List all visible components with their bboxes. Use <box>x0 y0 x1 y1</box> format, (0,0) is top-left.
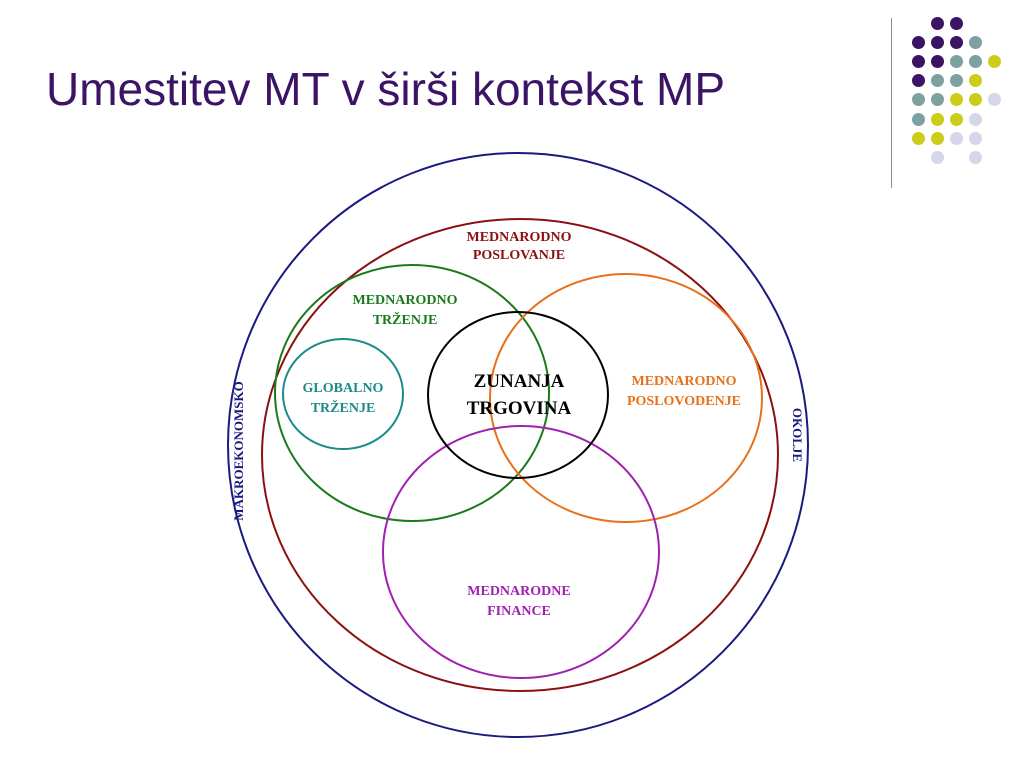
mednarodno-poslovodenje-label-line1: MEDNARODNO <box>632 374 737 389</box>
makroekonomsko-label: MAKROEKONOMSKO <box>231 381 246 520</box>
mednarodne-finance-circle <box>382 425 660 679</box>
mednarodne-finance-label-line1: MEDNARODNE <box>467 584 570 599</box>
zunanja-trgovina-label-line2: TRGOVINA <box>467 398 572 419</box>
globalno-trzenje-circle <box>282 338 404 450</box>
mednarodno-trzenje-circle <box>274 264 550 522</box>
mednarodno-poslovanje-label-line1: MEDNARODNO <box>467 230 572 245</box>
okolje-label: OKOLJE <box>790 408 805 462</box>
mednarodno-trzenje-label-line2: TRŽENJE <box>373 311 438 328</box>
zunanja-trgovina-label-line1: ZUNANJA <box>474 371 565 392</box>
makroekonomsko-okolje-circle <box>227 152 809 738</box>
mednarodno-poslovanje-circle <box>261 218 779 692</box>
title-divider-line <box>891 18 892 188</box>
globalno-trzenje-label-line1: GLOBALNO <box>303 381 384 396</box>
mednarodno-poslovodenje-circle <box>489 273 763 523</box>
slide-title: Umestitev MT v širši kontekst MP <box>46 63 726 115</box>
mednarodno-poslovanje-label-line2: POSLOVANJE <box>473 248 565 263</box>
zunanja-trgovina-circle <box>427 311 609 479</box>
mednarodno-poslovodenje-label-line2: POSLOVODENJE <box>627 394 741 409</box>
mednarodne-finance-label-line2: FINANCE <box>487 604 551 619</box>
globalno-trzenje-label-line2: TRŽENJE <box>311 399 376 416</box>
mednarodno-trzenje-label-line1: MEDNARODNO <box>353 293 458 308</box>
